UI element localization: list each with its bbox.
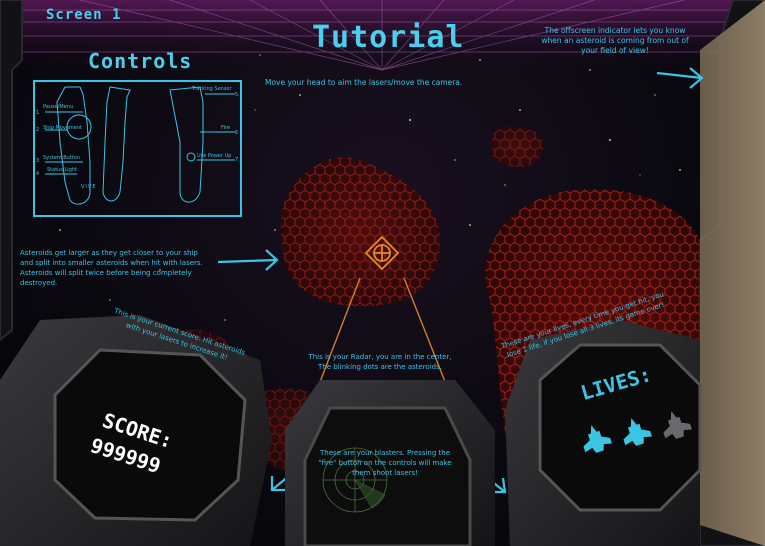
- score-panel-frame: [0, 315, 272, 546]
- controller-num-1: 1: [36, 110, 40, 116]
- offscreen-instruction: The offscreen indicator lets you know wh…: [541, 26, 689, 55]
- controller-label-movement: Ship Movement: [43, 125, 82, 131]
- blasters-instruction: These are your blasters. Pressing the "f…: [318, 449, 452, 477]
- controller-label-powerup: Use Power Up: [197, 153, 232, 159]
- controller-num-3: 3: [36, 158, 40, 164]
- controller-icon: [45, 86, 235, 205]
- aim-instruction: Move your head to aim the lasers/move th…: [265, 78, 463, 87]
- asteroid-instruction: Asteroids get larger as they get closer …: [20, 249, 203, 287]
- radar-panel-frame: [285, 380, 495, 546]
- controller-label-status: Status Light: [47, 167, 77, 173]
- controller-label-system: System Button: [43, 155, 80, 161]
- side-wall: [700, 0, 765, 546]
- lives-ships: [583, 411, 692, 453]
- lives-icons: [572, 400, 697, 460]
- asteroid-medium: [280, 157, 440, 307]
- ship-icon: [583, 425, 612, 453]
- page-title: Tutorial: [312, 20, 465, 55]
- controls-title: Controls: [88, 49, 193, 73]
- asteroid-small: [492, 127, 544, 167]
- controller-num-6: 6: [235, 130, 239, 136]
- controller-num-5: 5: [235, 92, 239, 98]
- grid-ceiling: [0, 0, 765, 71]
- controller-num-7: 7: [235, 157, 239, 163]
- controller-label-tracking: Tracking Sensor: [192, 86, 232, 92]
- controller-num-4: 4: [36, 171, 40, 177]
- controller-diagram: Pause/Menu Ship Movement System Button S…: [33, 80, 242, 217]
- radar-instruction: This is your Radar, you are in the cente…: [308, 353, 452, 371]
- controller-label-pause: Pause/Menu: [43, 104, 74, 110]
- ship-icon: [623, 418, 652, 446]
- controller-brand: VIVE: [81, 184, 97, 190]
- controller-num-2: 2: [36, 127, 40, 133]
- controller-label-fire: Fire: [221, 125, 230, 131]
- screen-label: Screen 1: [46, 7, 122, 23]
- lives-panel-frame: [505, 320, 702, 546]
- ship-icon: [663, 411, 692, 439]
- radar-icon: [322, 447, 388, 513]
- crosshair-icon: [364, 235, 400, 271]
